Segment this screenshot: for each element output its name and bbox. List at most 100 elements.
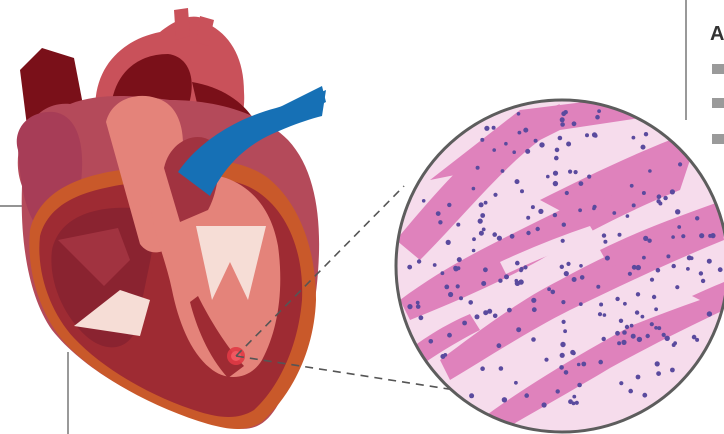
nucleus-dot xyxy=(561,239,565,243)
nucleus-dot xyxy=(507,308,512,313)
nucleus-dot xyxy=(575,401,579,405)
nucleus-dot xyxy=(579,264,583,268)
nucleus-dot xyxy=(475,314,480,319)
nucleus-dot xyxy=(605,256,610,261)
nucleus-dot xyxy=(662,333,666,337)
nucleus-dot xyxy=(441,271,445,275)
nucleus-dot xyxy=(593,205,597,209)
nucleus-dot xyxy=(407,265,412,270)
nucleus-dot xyxy=(497,236,502,241)
nucleus-dot xyxy=(518,279,523,284)
nucleus-dot xyxy=(572,351,576,355)
nucleus-dot xyxy=(560,353,565,358)
nucleus-dot xyxy=(520,189,524,193)
histology-magnifier xyxy=(396,96,724,432)
nucleus-dot xyxy=(681,234,685,238)
nucleus-dot xyxy=(658,202,662,206)
nucleus-dot xyxy=(554,156,559,161)
nucleus-dot xyxy=(568,170,572,174)
nucleus-dot xyxy=(539,142,544,147)
legend-marker-1 xyxy=(712,64,724,74)
nucleus-dot xyxy=(480,213,485,218)
nucleus-dot xyxy=(459,296,463,300)
nucleus-dot xyxy=(572,121,577,126)
nucleus-dot xyxy=(677,225,681,229)
nucleus-dot xyxy=(678,162,682,166)
nucleus-dot xyxy=(657,326,661,330)
nucleus-dot xyxy=(578,208,582,212)
nucleus-dot xyxy=(518,131,522,135)
nucleus-dot xyxy=(563,329,567,333)
nucleus-dot xyxy=(492,232,497,237)
nucleus-dot xyxy=(579,181,584,186)
nucleus-dot xyxy=(577,383,582,388)
nucleus-dot xyxy=(641,145,646,150)
nucleus-dot xyxy=(416,304,421,309)
nucleus-dot xyxy=(630,324,634,328)
nucleus-dot xyxy=(519,269,523,273)
nucleus-dot xyxy=(595,115,600,120)
nucleus-dot xyxy=(531,298,536,303)
nucleus-dot xyxy=(615,331,620,336)
nucleus-dot xyxy=(603,313,607,317)
nucleus-dot xyxy=(636,292,640,296)
nucleus-dot xyxy=(650,322,654,326)
nucleus-dot xyxy=(514,381,518,385)
nucleus-dot xyxy=(642,191,646,195)
nucleus-dot xyxy=(472,187,476,191)
nucleus-dot xyxy=(438,220,442,224)
nucleus-dot xyxy=(562,223,566,227)
nucleus-dot xyxy=(553,171,558,176)
nucleus-dot xyxy=(671,235,675,239)
nucleus-dot xyxy=(656,268,661,273)
nucleus-dot xyxy=(568,399,573,404)
nucleus-dot xyxy=(598,360,603,365)
nucleus-dot xyxy=(499,366,504,371)
nucleus-dot xyxy=(581,362,586,367)
nucleus-dot xyxy=(515,179,520,184)
nucleus-dot xyxy=(407,304,412,309)
nucleus-dot xyxy=(623,302,627,306)
nucleus-dot xyxy=(592,132,597,137)
nucleus-dot xyxy=(493,193,497,197)
nucleus-dot xyxy=(456,284,460,288)
nucleus-dot xyxy=(492,148,496,152)
nucleus-dot xyxy=(510,234,515,239)
nucleus-dot xyxy=(650,278,654,282)
nucleus-dot xyxy=(656,371,661,376)
nucleus-dot xyxy=(597,109,601,113)
nucleus-dot xyxy=(675,285,679,289)
nucleus-dot xyxy=(422,199,426,203)
nucleus-dot xyxy=(622,330,627,335)
nucleus-dot xyxy=(560,265,564,269)
nucleus-dot xyxy=(572,395,576,399)
nucleus-dot xyxy=(617,341,621,345)
nucleus-dot xyxy=(556,389,560,393)
legend: A xyxy=(710,23,724,144)
nucleus-dot xyxy=(512,150,516,154)
nucleus-dot xyxy=(531,337,536,342)
nucleus-dot xyxy=(699,271,703,275)
nucleus-dot xyxy=(560,117,565,122)
nucleus-dot xyxy=(619,381,623,385)
nucleus-dot xyxy=(663,196,667,200)
nucleus-dot xyxy=(433,263,437,267)
nucleus-dot xyxy=(553,181,558,186)
nucleus-dot xyxy=(553,213,557,217)
nucleus-dot xyxy=(626,214,630,218)
nucleus-dot xyxy=(637,337,642,342)
nucleus-dot xyxy=(675,209,680,214)
nucleus-dot xyxy=(501,169,505,173)
nucleus-dot xyxy=(484,201,488,205)
nucleus-dot xyxy=(504,142,508,146)
nucleus-dot xyxy=(587,175,591,179)
nucleus-dot xyxy=(524,393,529,398)
nucleus-dot xyxy=(558,136,563,141)
nucleus-dot xyxy=(670,368,675,373)
nucleus-dot xyxy=(642,393,647,398)
nucleus-dot xyxy=(603,240,607,244)
nucleus-dot xyxy=(686,267,690,271)
nucleus-dot xyxy=(542,402,547,407)
nucleus-dot xyxy=(476,166,480,170)
aorta-branch-1 xyxy=(174,8,190,40)
